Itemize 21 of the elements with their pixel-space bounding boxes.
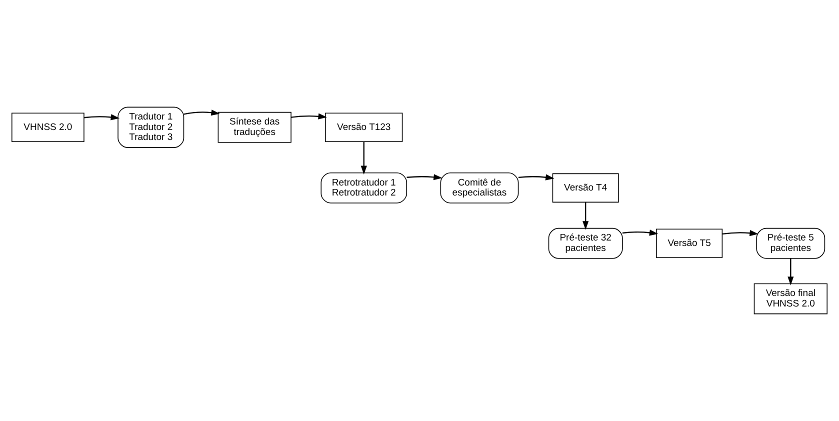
node-box: Pré-teste 5 pacientes (756, 228, 826, 259)
arrow (582, 202, 589, 230)
node-box: Versão T5 (656, 228, 723, 258)
arrow (84, 114, 120, 120)
arrow (360, 142, 367, 175)
node-box: Versão T4 (552, 173, 619, 203)
node-box: Pré-teste 32 pacientes (548, 228, 623, 259)
arrow (722, 230, 758, 236)
arrow (291, 113, 327, 120)
node-box: Retrotratudor 1 Retrotratudor 2 (320, 172, 408, 204)
node-box: VHNSS 2.0 (12, 112, 84, 142)
node-box: Tradutor 1 Tradutor 2 Tradutor 3 (118, 106, 184, 148)
arrow (622, 230, 658, 236)
arrow (518, 174, 554, 180)
node-box: Comitê de especialistas (440, 172, 519, 204)
node-box: Versão final VHNSS 2.0 (754, 283, 828, 314)
arrow (788, 258, 794, 286)
node-box: Versão T123 (325, 112, 403, 142)
node-box: Síntese das traduções (218, 112, 292, 143)
arrow (184, 110, 220, 116)
arrow (406, 174, 442, 180)
